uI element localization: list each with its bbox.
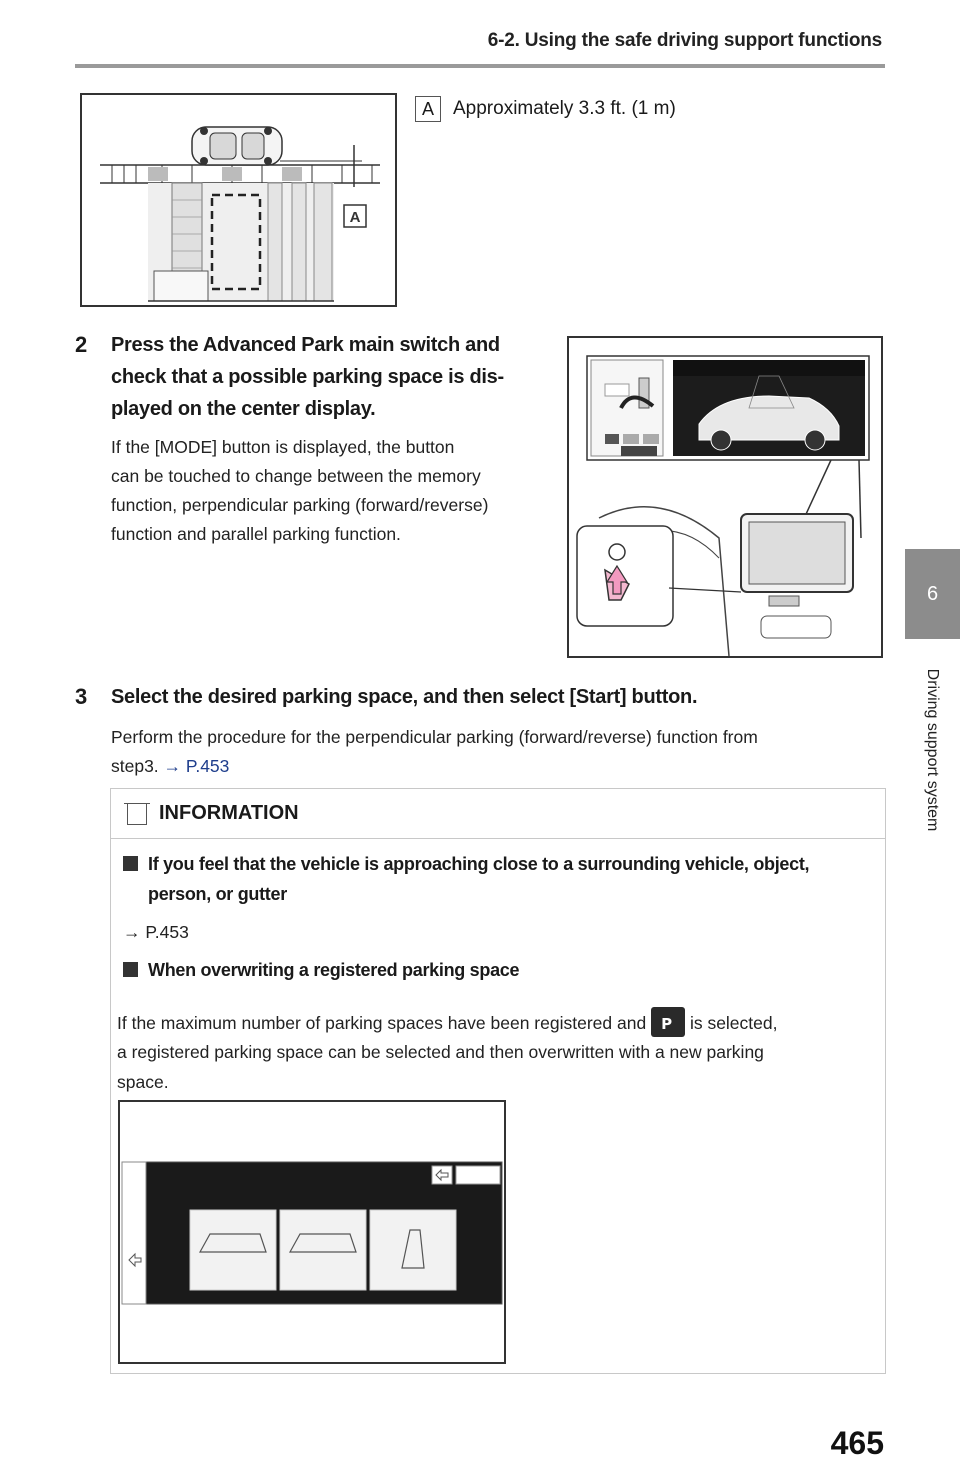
step-3-body-prefix: step3. — [111, 756, 164, 776]
chapter-label: Driving support system — [924, 668, 941, 832]
step-2-title-line3: played on the center display. — [111, 398, 376, 420]
info-item1-line2: person, or gutter — [148, 884, 287, 904]
step-3-body-line1: Perform the procedure for the perpendicu… — [111, 727, 758, 747]
step-3-number: 3 — [75, 684, 88, 709]
step-2-title-line1: Press the Advanced Park main switch and — [111, 334, 500, 356]
step-2-body-line4: function and parallel parking function. — [111, 524, 401, 544]
info-item1-line1: If you feel that the vehicle is approach… — [123, 849, 810, 879]
page-number: 465 — [830, 1425, 884, 1461]
step-2-body-line2: can be touched to change between the mem… — [111, 466, 481, 486]
info-link-p453[interactable]: → P.453 — [123, 922, 189, 942]
parking-space-selection-figure — [118, 1100, 506, 1364]
info-item2-line3: space. — [117, 1072, 169, 1092]
info-item2-line2: a registered parking space can be select… — [117, 1042, 764, 1062]
step-3-title: Select the desired parking space, and th… — [111, 686, 698, 708]
callout-a: A Approximately 3.3 ft. (1 m) — [415, 96, 676, 122]
step-2-body-line3: function, perpendicular parking (forward… — [111, 495, 489, 515]
bullet-square-icon — [123, 856, 138, 871]
bullet-square-icon — [123, 962, 138, 977]
parking-add-icon: P — [651, 1007, 686, 1037]
page-link-p453[interactable]: → P.453 — [163, 756, 230, 776]
step-2-body-line1: If the [MODE] button is displayed, the b… — [111, 437, 455, 457]
step-3-body-line2: step3. → P.453 — [111, 752, 229, 781]
callout-text: Approximately 3.3 ft. (1 m) — [453, 98, 676, 119]
section-title: 6-2. Using the safe driving support func… — [487, 30, 882, 51]
dashboard-figure — [567, 336, 883, 658]
step-2-title-line2: check that a possible parking space is d… — [111, 366, 504, 388]
svg-text:A: A — [350, 209, 361, 226]
header-divider — [75, 64, 885, 68]
parking-space-figure: A — [80, 93, 397, 307]
information-title: INFORMATION — [159, 802, 299, 824]
chapter-tab[interactable]: 6 — [905, 549, 960, 639]
info-item2-line1: If the maximum number of parking spaces … — [117, 1007, 777, 1038]
info-item2-title: When overwriting a registered parking sp… — [123, 955, 520, 985]
step-2-number: 2 — [75, 332, 88, 357]
information-header: INFORMATION — [111, 789, 885, 839]
information-box: INFORMATION If you feel that the vehicle… — [110, 788, 886, 1374]
callout-letter: A — [415, 96, 441, 122]
note-icon — [124, 802, 150, 825]
